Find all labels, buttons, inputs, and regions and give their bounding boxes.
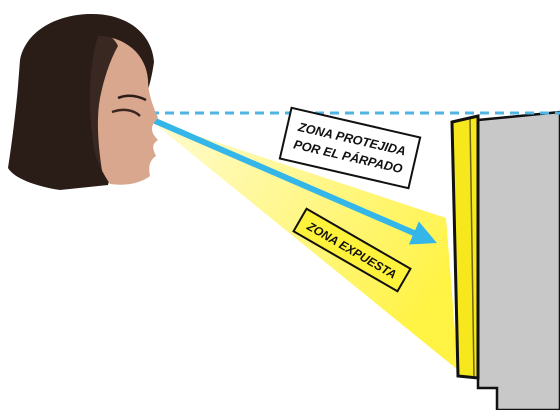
monitor-body <box>478 112 560 410</box>
woman-head-profile-icon <box>8 14 158 190</box>
monitor <box>452 112 560 410</box>
